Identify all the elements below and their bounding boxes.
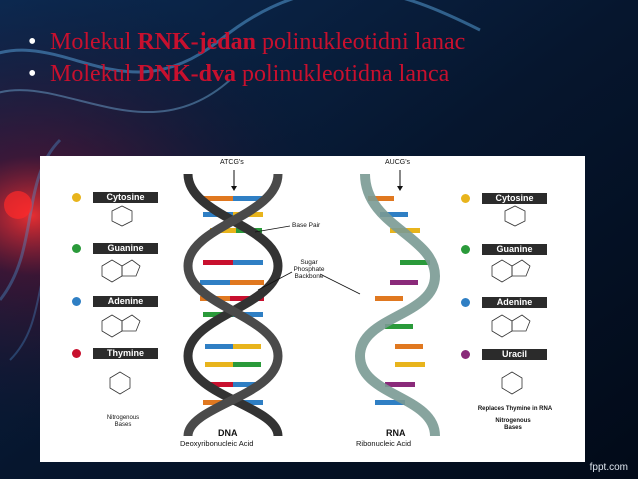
backbone-annotation: Sugar Phosphate Backbone: [293, 259, 325, 280]
right-note: Replaces Thymine in RNA: [477, 406, 553, 412]
cytosine-dot-left: [72, 193, 81, 202]
footer-brand: fppt.com: [589, 462, 628, 473]
uracil-dot-right: [461, 350, 470, 359]
base-label-right-uracil: Uracil: [482, 349, 547, 360]
base-label-right-guanine: Guanine: [482, 244, 547, 255]
cytosine-dot-right: [461, 194, 470, 203]
base-label-left-adenine: Adenine: [93, 296, 158, 307]
adenine-dot-right: [461, 298, 470, 307]
base-pair-annotation: Base Pair: [292, 222, 321, 229]
bullet-rna-bold: RNK-jedan: [137, 29, 256, 55]
helix-drawing: [101, 170, 531, 437]
right-footnote: Nitrogenous Bases: [495, 418, 531, 431]
base-label-right-cytosine: Cytosine: [482, 193, 547, 204]
base-label-right-adenine: Adenine: [482, 297, 547, 308]
dna-subtitle: Deoxyribonucleic Acid: [180, 439, 254, 448]
guanine-dot-right: [461, 245, 470, 254]
dna-title: DNA: [218, 428, 238, 438]
right-structures: [491, 205, 531, 395]
bullet-list: Molekul RNK-jedan polinukleotidni lanac …: [24, 30, 624, 94]
rna-top-label: AUCG's: [385, 159, 411, 166]
bullet-rna: Molekul RNK-jedan polinukleotidni lanac: [24, 30, 624, 54]
bullet-dna-bold: DNK-dva: [137, 61, 236, 87]
adenine-dot-left: [72, 297, 81, 306]
dna-rna-figure: Cytosine Guanine Adenine Thymine Nitroge…: [40, 156, 585, 462]
guanine-dot-left: [72, 244, 81, 253]
left-structures: [101, 205, 141, 395]
thymine-dot-left: [72, 349, 81, 358]
base-label-left-thymine: Thymine: [93, 348, 158, 359]
base-label-left-guanine: Guanine: [93, 243, 158, 254]
rna-title: RNA: [386, 428, 406, 438]
rna-strand: [354, 173, 441, 437]
dna-strand-b: [183, 173, 283, 437]
base-label-left-cytosine: Cytosine: [93, 192, 158, 203]
bullet-dna: Molekul DNK-dva polinukleotidna lanca: [24, 62, 624, 86]
left-footnote: Nitrogenous Bases: [106, 415, 140, 428]
rna-subtitle: Ribonucleic Acid: [356, 439, 412, 448]
dna-top-label: ATCG's: [220, 159, 244, 166]
